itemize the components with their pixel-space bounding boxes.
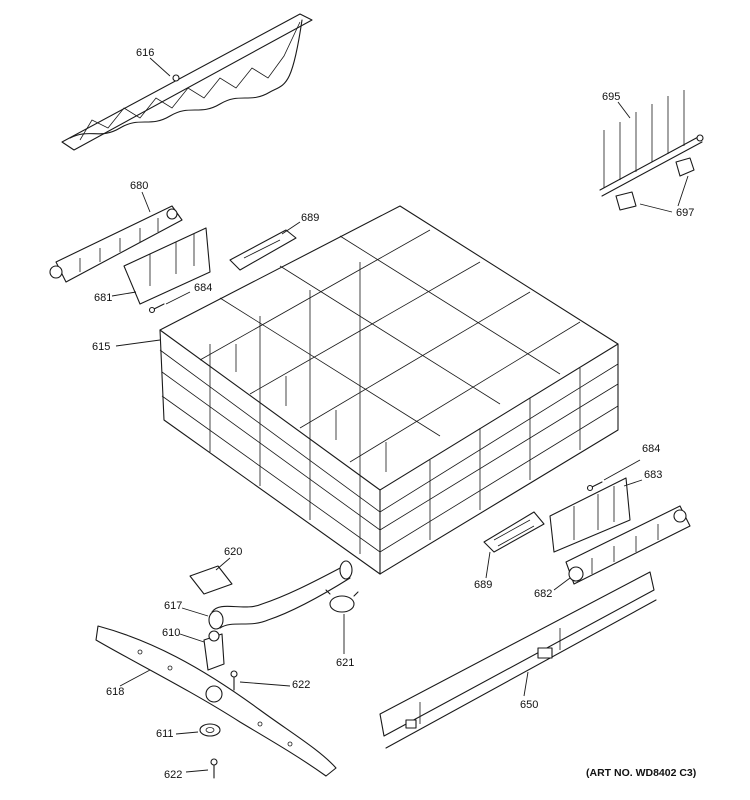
part-683-bracket-right [549,477,631,553]
part-615-upper-rack [159,205,619,575]
part-680-adjuster-left [49,205,183,283]
callout-615: 615 [92,341,110,353]
leader-684a [165,291,191,305]
callout-683: 683 [644,469,662,481]
part-610-hub [203,630,225,671]
part-681-bracket [123,227,211,305]
callout-618: 618 [106,686,124,698]
part-616-spray-rail [61,13,313,151]
leader-622a [239,681,291,687]
leader-682 [553,577,571,591]
callout-616: 616 [136,47,154,59]
callout-689a: 689 [301,212,319,224]
part-621-clamp [325,589,359,613]
callout-617: 617 [164,600,182,612]
callout-684b: 684 [642,443,660,455]
leader-697b [677,175,689,207]
part-617-feed-tube [208,560,353,630]
callout-650: 650 [520,699,538,711]
part-620-clip [189,565,233,595]
art-number: (ART NO. WD8402 C3) [586,767,696,779]
callout-620: 620 [224,546,242,558]
callout-621: 621 [336,657,354,669]
callout-684a: 684 [194,282,212,294]
callout-611: 611 [156,728,174,740]
callout-681: 681 [94,292,112,304]
leader-650 [523,671,529,697]
leader-620 [215,557,231,571]
leader-611 [175,731,199,735]
leader-622b [185,769,209,773]
callout-622a: 622 [292,679,310,691]
leader-683 [623,479,643,487]
leader-615 [115,339,161,347]
part-622-screw-lower [210,758,218,779]
callout-622b: 622 [164,769,182,781]
leader-689b [485,551,491,579]
callout-695: 695 [602,91,620,103]
part-695-tine-row [599,90,704,197]
leader-617 [181,607,209,617]
part-684-screw-top [148,303,165,314]
leader-618 [119,669,151,687]
callout-697: 697 [676,207,694,219]
part-689-handle-top [229,229,297,271]
part-622-screw-upper [230,670,238,691]
leader-680 [141,191,151,213]
leader-695 [617,101,631,119]
part-611-washer [199,723,221,737]
part-650-slide-rail [379,571,657,749]
leader-681 [111,291,137,297]
leader-689a [281,221,301,235]
callout-689b: 689 [474,579,492,591]
leader-697a [639,203,673,213]
leader-610 [179,633,205,643]
leader-684b [603,459,641,481]
part-618-spray-arm [95,625,337,777]
part-684-screw-right [586,481,603,492]
callout-610: 610 [162,627,180,639]
callout-682: 682 [534,588,552,600]
part-682-adjuster-right [565,505,691,585]
part-697-clips [615,157,695,211]
callout-680: 680 [130,180,148,192]
leader-616 [149,57,171,77]
part-689-handle-lower [483,511,545,553]
